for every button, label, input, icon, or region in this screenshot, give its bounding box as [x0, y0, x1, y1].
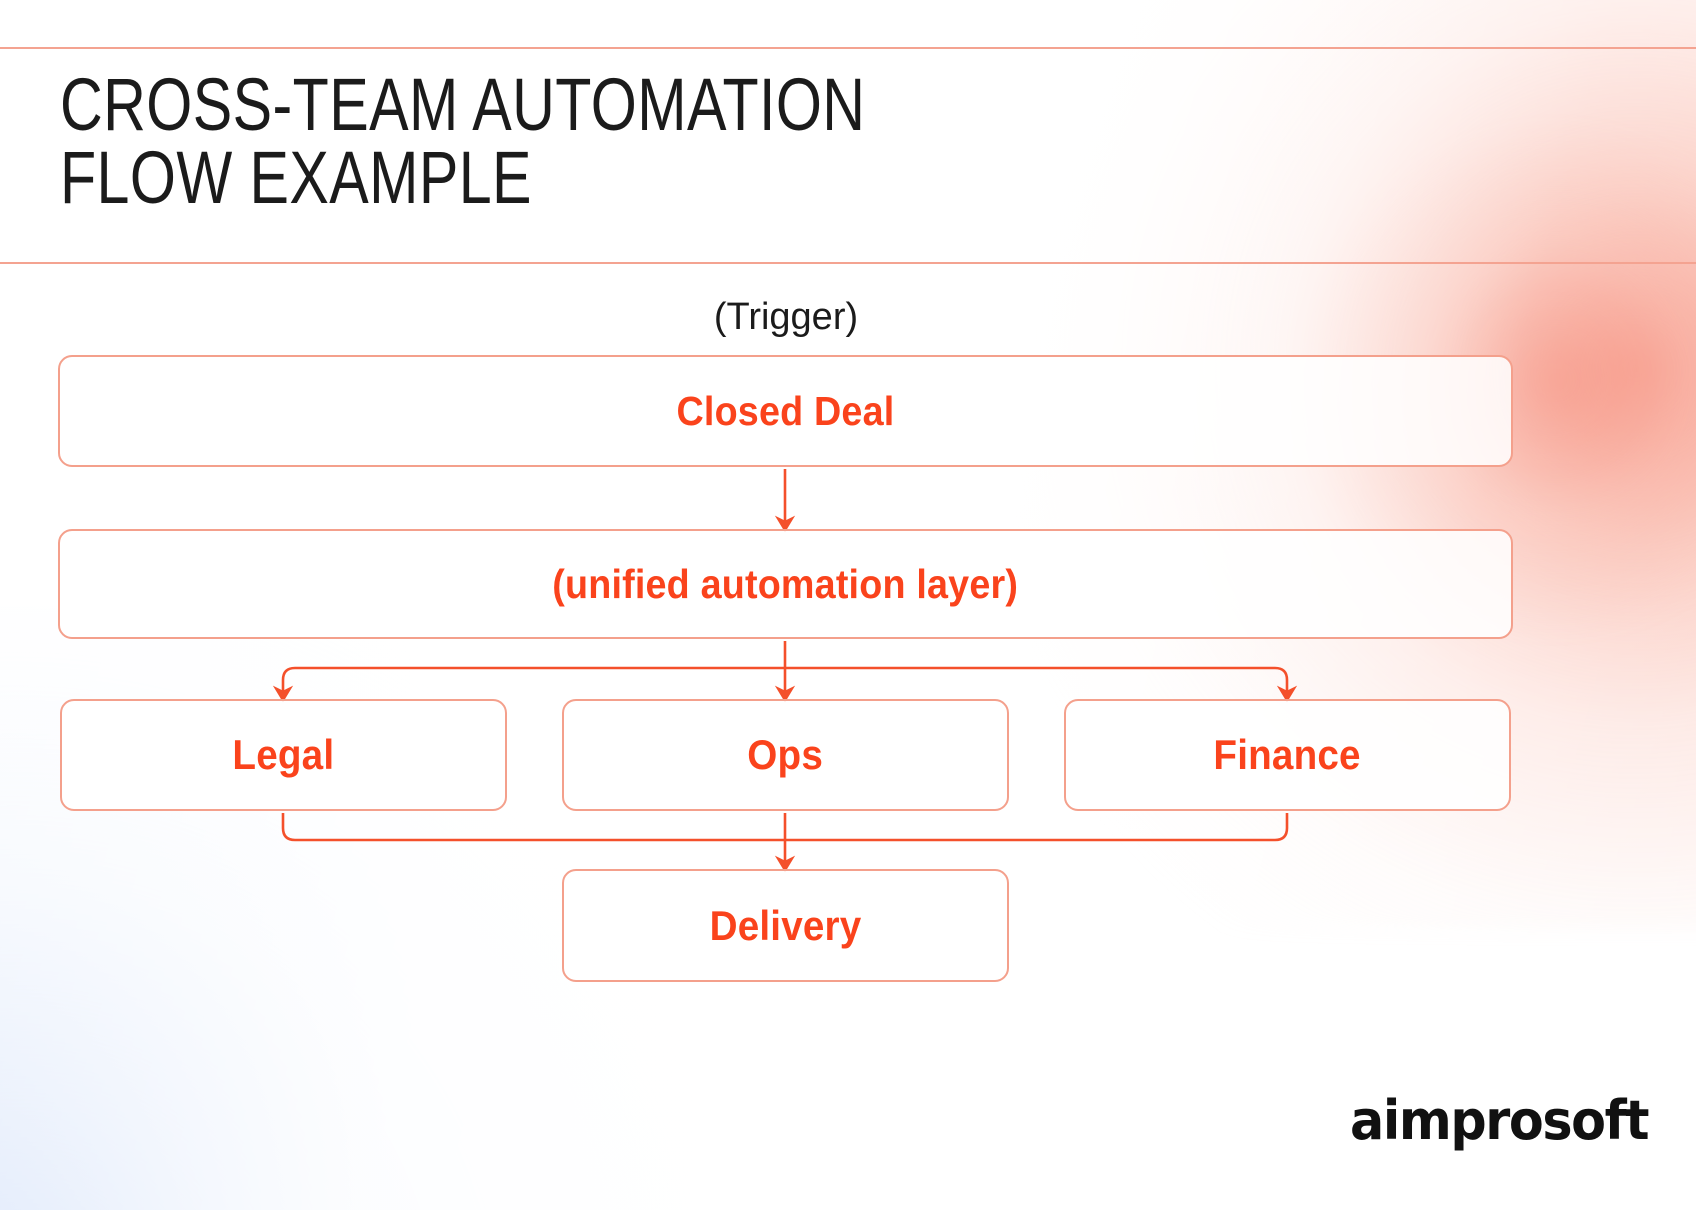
header-rule-top: [0, 47, 1696, 49]
edge-automation-to-legal: [272, 666, 296, 703]
node-finance-label: Finance: [1213, 731, 1362, 778]
node-finance[interactable]: Finance: [1064, 699, 1511, 811]
trigger-caption-text: (Trigger): [713, 296, 859, 338]
node-legal-label: Legal: [232, 731, 335, 778]
node-closed-deal-label: Closed Deal: [676, 387, 895, 434]
trigger-caption: (Trigger): [0, 296, 1696, 339]
node-automation-layer[interactable]: (unified automation layer): [58, 529, 1513, 639]
node-ops[interactable]: Ops: [562, 699, 1009, 811]
page-title: CROSS-TEAM AUTOMATION FLOW EXAMPLE: [60, 63, 866, 220]
node-closed-deal[interactable]: Closed Deal: [58, 355, 1513, 467]
node-delivery[interactable]: Delivery: [562, 869, 1009, 982]
brand-logo: aimprosoft: [1349, 1089, 1650, 1152]
node-ops-label: Ops: [747, 731, 824, 778]
node-delivery-label: Delivery: [709, 901, 862, 949]
edge-automation-to-finance: [1274, 666, 1298, 703]
node-automation-layer-label: (unified automation layer): [552, 560, 1019, 607]
node-legal[interactable]: Legal: [60, 699, 507, 811]
header-rule-bottom: [0, 262, 1696, 264]
